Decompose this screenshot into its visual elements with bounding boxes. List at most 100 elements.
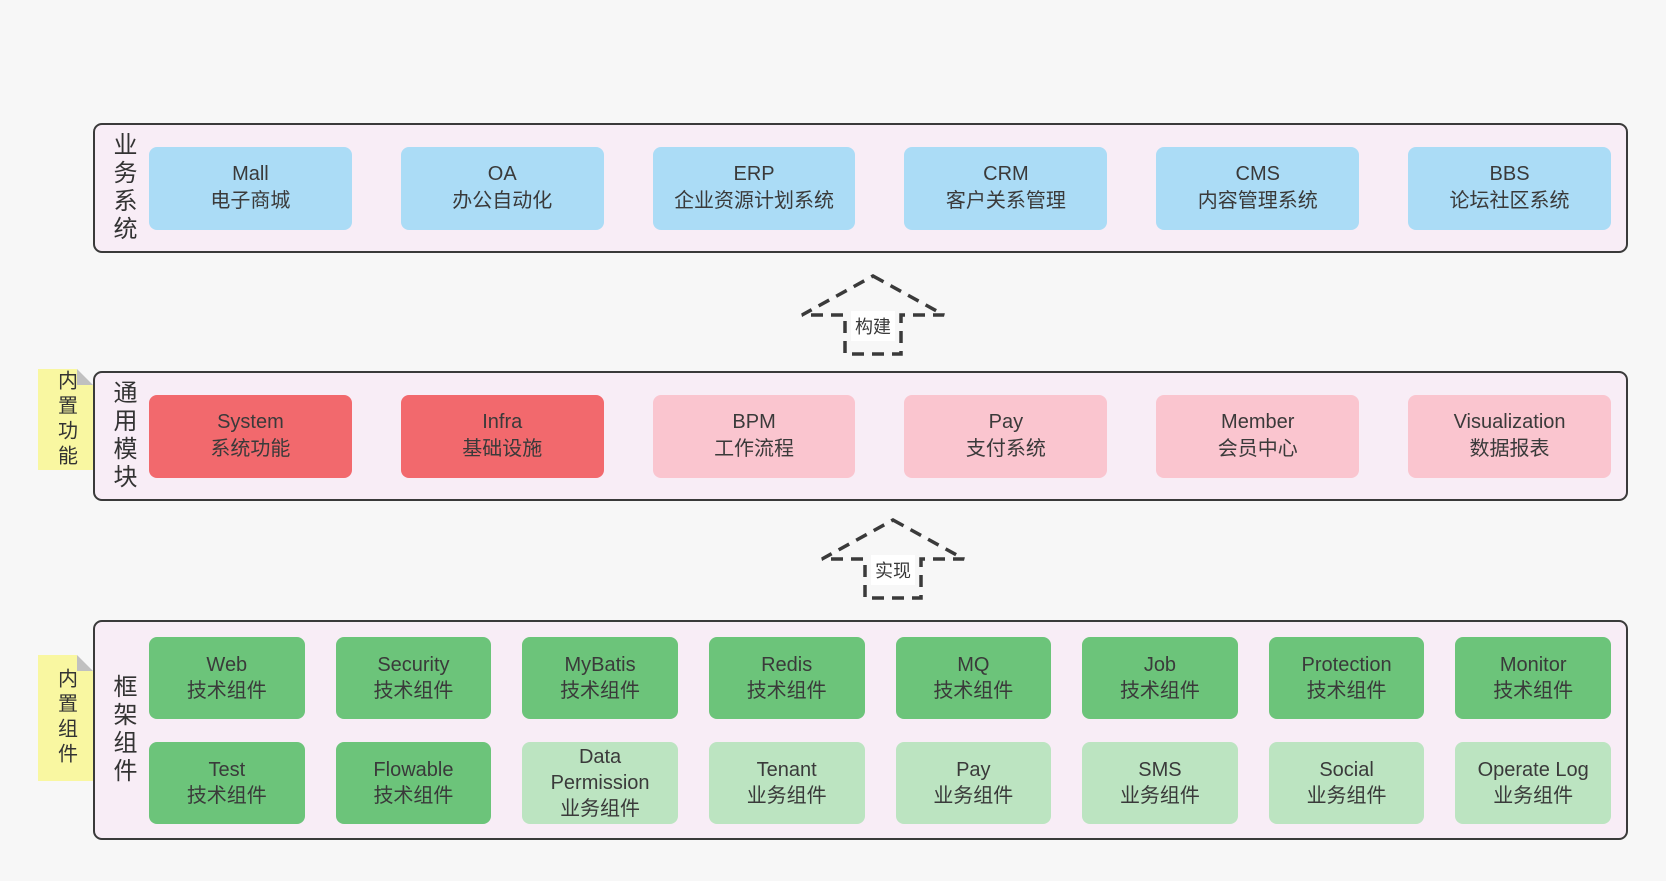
card-subtitle: 技术组件: [186, 784, 267, 807]
card-bbs: BBS 论坛社区系统: [1408, 146, 1611, 230]
sticky-note-builtin-components: 内置组件: [38, 655, 93, 781]
card-subtitle: 支付系统: [965, 438, 1046, 460]
card-title: System: [217, 411, 284, 433]
sticky-note-label: 内置组件: [54, 668, 77, 768]
card-web: Web 技术组件: [149, 636, 305, 719]
card-subtitle: 技术组件: [186, 679, 267, 702]
card-operate-log: Operate Log 业务组件: [1455, 741, 1611, 824]
card-system: System 系统功能: [149, 394, 352, 478]
card-subtitle: 论坛社区系统: [1449, 190, 1570, 212]
card-subtitle: 技术组件: [1119, 679, 1200, 702]
card-subtitle: 技术组件: [373, 679, 454, 702]
card-subtitle: 业务组件: [1119, 784, 1200, 807]
card-title: BBS: [1489, 163, 1530, 185]
card-title: Protection: [1301, 653, 1392, 676]
card-subtitle: 技术组件: [373, 784, 454, 807]
card-redis: Redis 技术组件: [708, 636, 865, 719]
card-tenant: Tenant 业务组件: [708, 741, 865, 824]
card-subtitle: 业务组件: [746, 784, 827, 807]
sticky-note-builtin-features: 内置功能: [38, 369, 93, 470]
card-erp: ERP 企业资源计划系统: [652, 146, 856, 230]
card-title: Redis: [761, 653, 813, 676]
card-subtitle: 业务组件: [1493, 784, 1574, 807]
card-title: Monitor: [1499, 653, 1567, 676]
arrow-label: 构建: [851, 311, 895, 341]
card-title: Visualization: [1453, 411, 1566, 433]
card-job: Job 技术组件: [1082, 636, 1238, 719]
panel-business-systems: 业务系统 Mall 电子商城 OA 办公自动化 ERP 企业资源计划系统 CRM…: [93, 123, 1628, 253]
card-data-permission: Data Permission 业务组件: [522, 741, 678, 824]
panel-vertical-label: 业务系统: [109, 132, 136, 244]
card-subtitle: 技术组件: [1306, 679, 1387, 702]
card-subtitle: 业务组件: [1306, 784, 1387, 807]
card-title: MQ: [957, 653, 990, 676]
dashed-block-arrow-icon: [821, 518, 965, 600]
card-mall: Mall 电子商城: [149, 146, 352, 230]
card-subtitle: 技术组件: [933, 679, 1014, 702]
card-subtitle: 会员中心: [1217, 438, 1298, 460]
card-flowable: Flowable 技术组件: [335, 741, 492, 824]
card-visualization: Visualization 数据报表: [1408, 394, 1611, 478]
card-mybatis: MyBatis 技术组件: [522, 636, 678, 719]
card-subtitle: 基础设施: [462, 438, 543, 460]
card-subtitle: 业务组件: [560, 797, 641, 820]
card-subtitle: 电子商城: [210, 190, 291, 212]
card-subtitle: 系统功能: [210, 438, 291, 460]
card-title: Mall: [232, 163, 269, 185]
card-subtitle: 办公自动化: [452, 190, 553, 212]
card-bpm: BPM 工作流程: [652, 394, 856, 478]
arrow-label: 实现: [871, 555, 915, 585]
card-title: Social: [1319, 758, 1374, 781]
card-title: Flowable: [373, 758, 454, 781]
panel-framework-components: 框架组件 Web 技术组件 Security 技术组件 MyBatis 技术组件…: [93, 620, 1628, 840]
card-security: Security 技术组件: [335, 636, 492, 719]
card-oa: OA 办公自动化: [400, 146, 604, 230]
card-pay-business: Pay 业务组件: [895, 741, 1052, 824]
card-title: SMS: [1138, 758, 1182, 781]
card-subtitle: 企业资源计划系统: [674, 190, 835, 212]
card-subtitle: 技术组件: [1493, 679, 1574, 702]
panel-vertical-label: 通用模块: [109, 380, 136, 492]
card-title: MyBatis: [564, 653, 636, 676]
card-title: Data Permission: [550, 745, 650, 794]
card-title: Pay: [988, 411, 1024, 433]
card-title: Tenant: [756, 758, 817, 781]
card-title: Security: [377, 653, 450, 676]
arrow-up-build: 构建: [798, 273, 948, 357]
card-title: BPM: [732, 411, 776, 433]
sticky-note-label: 内置功能: [54, 369, 77, 470]
dashed-block-arrow-icon: [801, 274, 945, 356]
card-title: Infra: [482, 411, 523, 433]
card-subtitle: 数据报表: [1469, 438, 1550, 460]
card-test: Test 技术组件: [149, 741, 305, 824]
card-subtitle: 工作流程: [714, 438, 795, 460]
card-title: ERP: [733, 163, 775, 185]
card-social: Social 业务组件: [1268, 741, 1425, 824]
card-subtitle: 技术组件: [560, 679, 641, 702]
card-pay: Pay 支付系统: [904, 394, 1108, 478]
card-title: CRM: [983, 163, 1029, 185]
card-title: CMS: [1235, 163, 1280, 185]
module-cards-row: System 系统功能 Infra 基础设施 BPM 工作流程 Pay 支付系统…: [149, 373, 1626, 499]
panel-vertical-label: 框架组件: [109, 674, 136, 786]
card-mq: MQ 技术组件: [895, 636, 1052, 719]
card-title: Web: [206, 653, 248, 676]
card-title: Operate Log: [1477, 758, 1589, 781]
card-title: Job: [1143, 653, 1177, 676]
card-protection: Protection 技术组件: [1268, 636, 1425, 719]
card-cms: CMS 内容管理系统: [1156, 146, 1360, 230]
business-cards-row: Mall 电子商城 OA 办公自动化 ERP 企业资源计划系统 CRM 客户关系…: [149, 125, 1626, 251]
card-subtitle: 技术组件: [746, 679, 827, 702]
component-cards-grid: Web 技术组件 Security 技术组件 MyBatis 技术组件 Redi…: [149, 622, 1626, 838]
arrow-up-implement: 实现: [818, 517, 968, 601]
card-title: OA: [487, 163, 517, 185]
card-subtitle: 客户关系管理: [945, 190, 1066, 212]
card-title: Pay: [956, 758, 991, 781]
card-member: Member 会员中心: [1156, 394, 1360, 478]
card-infra: Infra 基础设施: [400, 394, 604, 478]
panel-common-modules: 通用模块 System 系统功能 Infra 基础设施 BPM 工作流程 Pay…: [93, 371, 1628, 501]
card-monitor: Monitor 技术组件: [1455, 636, 1611, 719]
card-subtitle: 业务组件: [933, 784, 1014, 807]
card-subtitle: 内容管理系统: [1197, 190, 1318, 212]
card-sms: SMS 业务组件: [1082, 741, 1238, 824]
